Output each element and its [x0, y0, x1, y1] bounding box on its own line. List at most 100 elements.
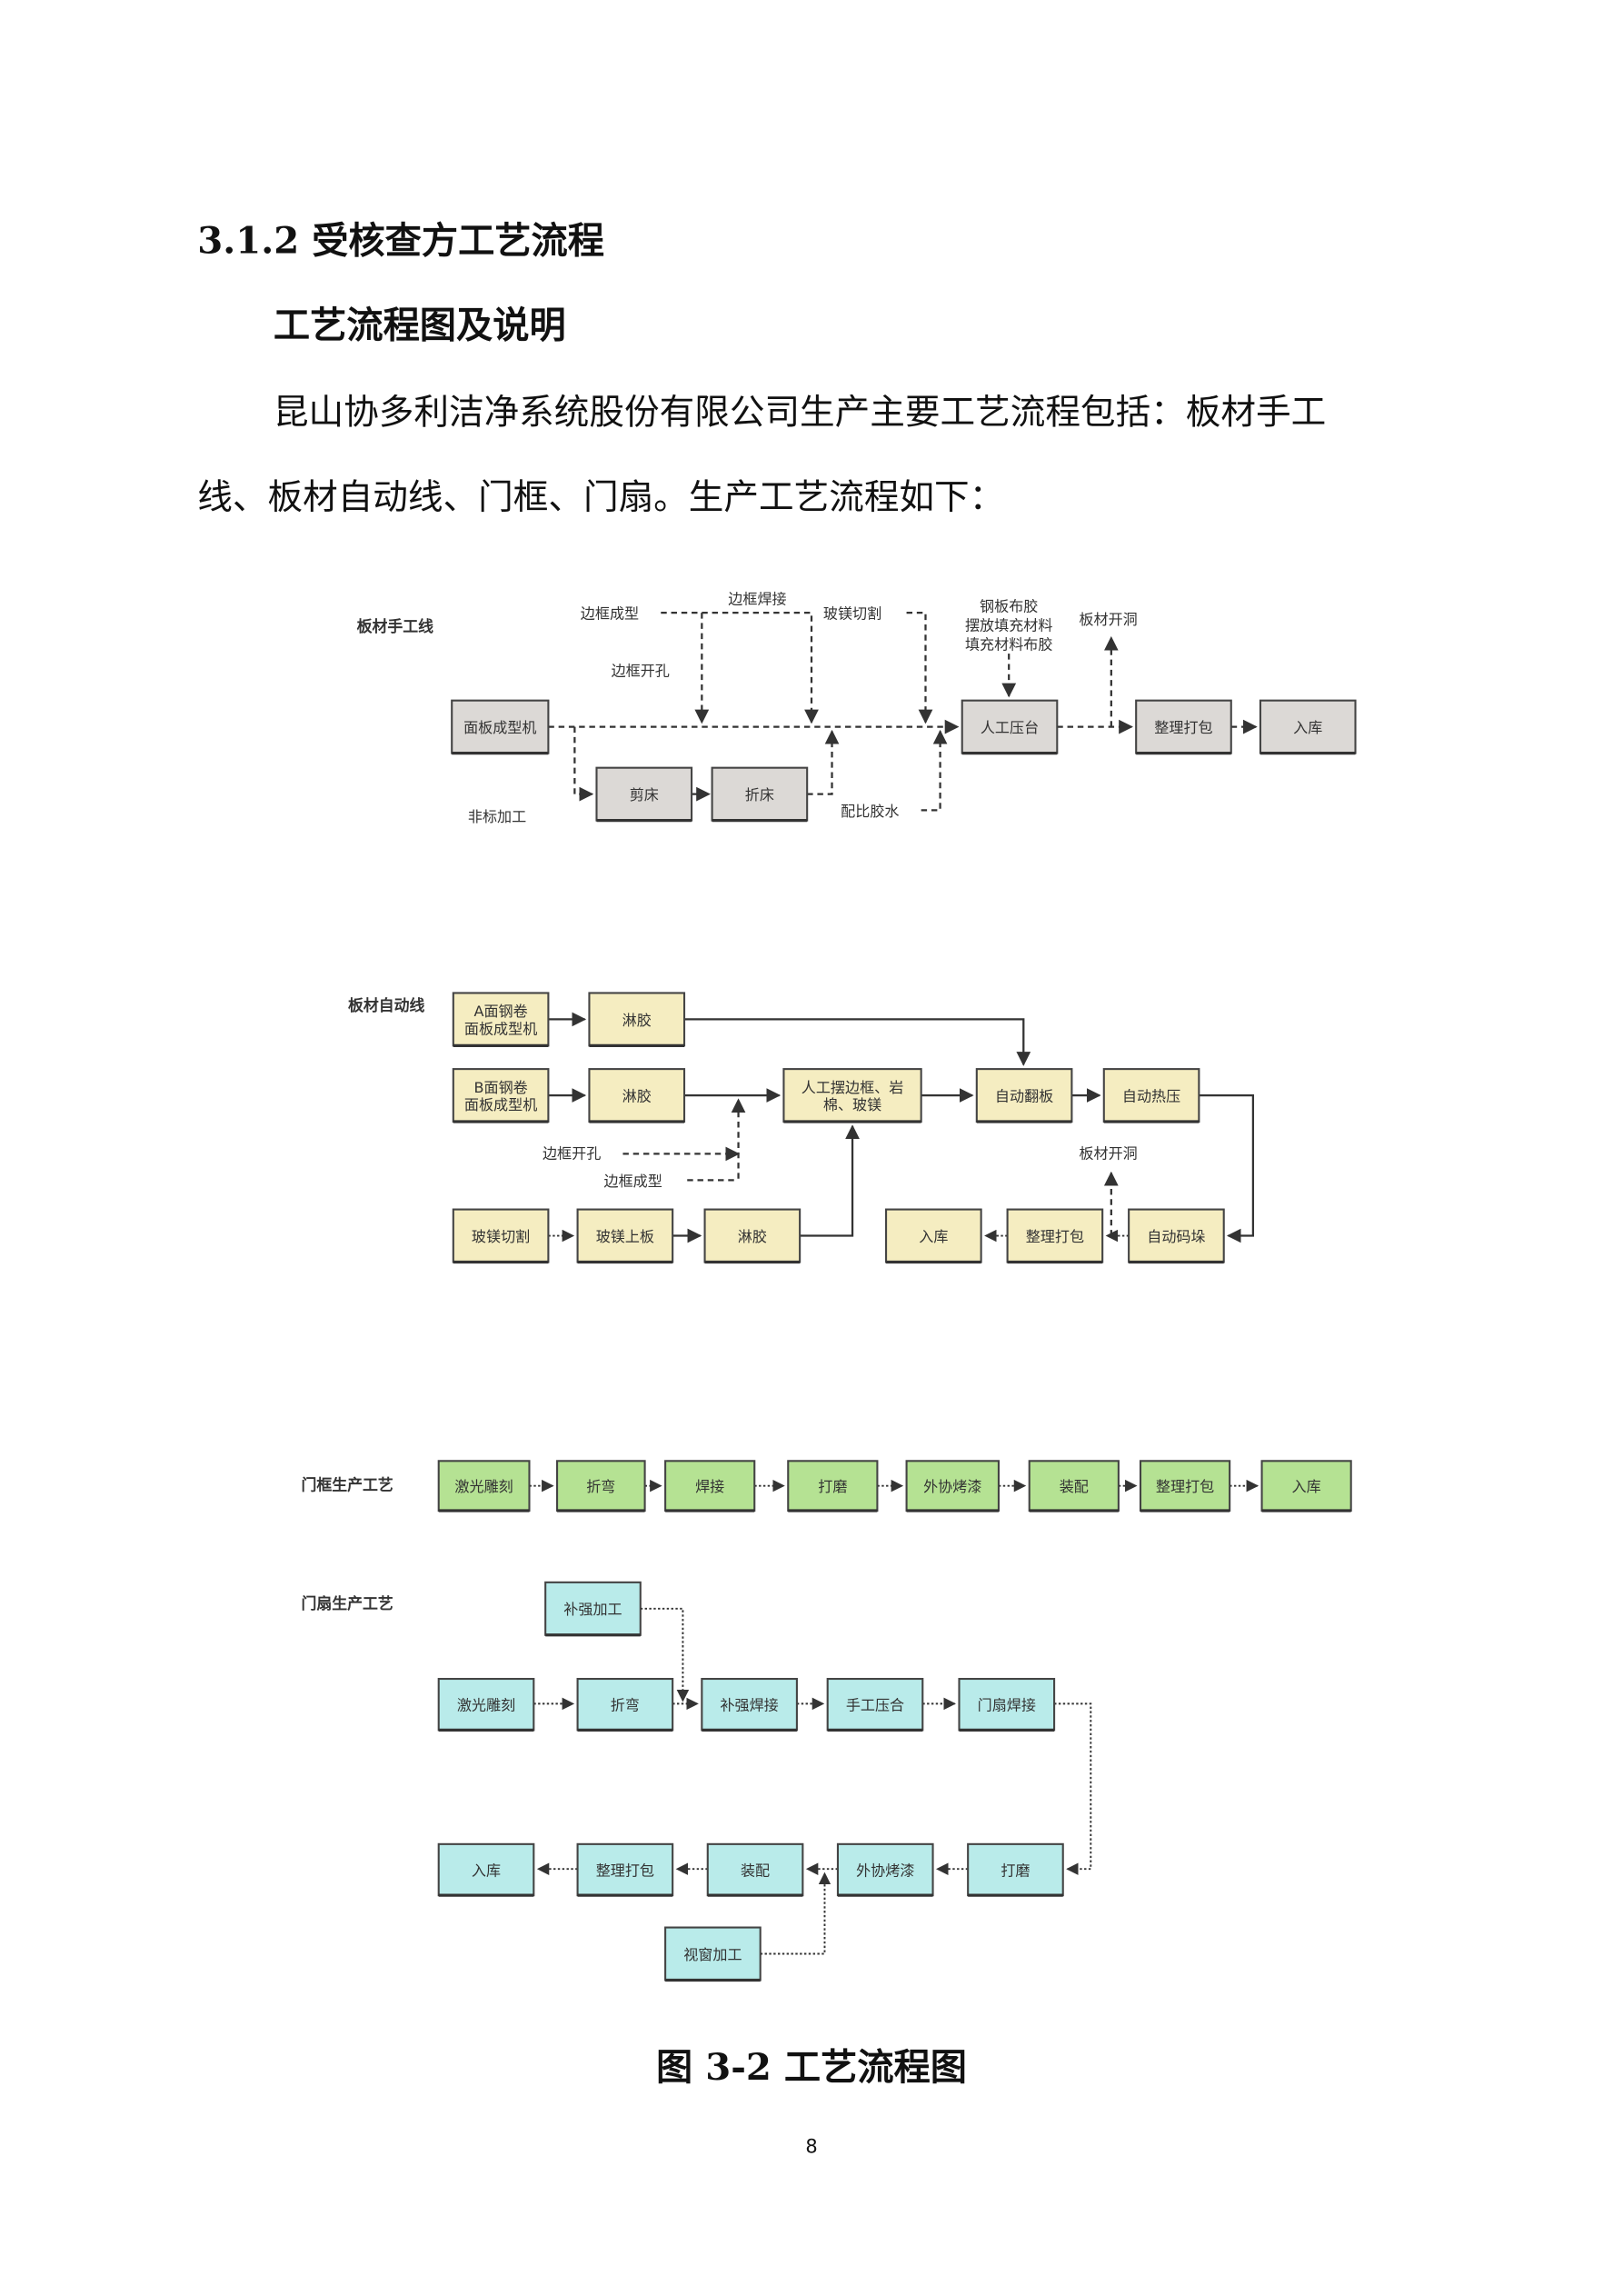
auto-line-connectors: [548, 1012, 1255, 1243]
auto-line-step-box: 入库: [885, 1208, 982, 1264]
box-shape: [1028, 1460, 1120, 1512]
auto-line-step-box: 玻镁上板: [576, 1208, 674, 1264]
box-label: 面板成型机: [463, 719, 536, 736]
subheading: 工艺流程图及说明: [274, 304, 566, 347]
auto-line-step-box: 淋胶: [588, 992, 686, 1047]
box-label: 自动热压: [1122, 1088, 1180, 1105]
door-frame-step-box: 外协烤漆: [905, 1460, 1000, 1512]
door-frame-title: 门框生产工艺: [301, 1475, 393, 1493]
auto-line-step-box: 人工摆边框、岩棉、玻镁: [782, 1068, 922, 1123]
box-shape: [1260, 1460, 1352, 1512]
box-shape: [576, 1677, 674, 1732]
manual-line-step-box: 整理打包: [1135, 699, 1232, 755]
auto-line-step-box: 自动热压: [1102, 1068, 1200, 1123]
box-label: 自动翻板: [995, 1088, 1053, 1105]
box-label: 折弯: [611, 1697, 640, 1714]
paragraph-line-1: 昆山协多利洁净系统股份有限公司生产主要工艺流程包括：板材手工: [274, 393, 1326, 434]
box-label: 视窗加工: [683, 1946, 742, 1963]
process-note: 填充材料布胶: [965, 635, 1052, 653]
box-shape: [706, 1842, 804, 1897]
door-frame-step-box: 打磨: [787, 1460, 879, 1512]
box-shape: [588, 992, 686, 1047]
box-label: 入库: [919, 1228, 948, 1245]
section-heading: 3.1.2 受核查方工艺流程: [197, 219, 604, 262]
box-label: 装配: [741, 1862, 770, 1879]
box-label: 激光雕刻: [457, 1697, 515, 1714]
manual-line-step-box: 入库: [1259, 699, 1357, 755]
door-leaf-step-box: 入库: [437, 1842, 535, 1897]
door-frame-step-box: 装配: [1028, 1460, 1120, 1512]
box-shape: [437, 1460, 531, 1512]
box-label: 补强加工: [563, 1601, 622, 1618]
page-number: 8: [805, 2135, 817, 2157]
box-label: 补强焊接: [720, 1697, 778, 1714]
manual-line-step-box: 面板成型机: [451, 699, 550, 755]
box-shape: [576, 1842, 674, 1897]
door-frame-step-box: 焊接: [664, 1460, 756, 1512]
box-label: 入库: [1293, 719, 1322, 736]
door-leaf-step-box: 打磨: [967, 1842, 1064, 1897]
flowchart-boxes: 面板成型机剪床折床人工压台整理打包入库A面钢卷面板成型机淋胶B面钢卷面板成型机淋…: [437, 699, 1357, 1982]
box-shape: [782, 1068, 922, 1123]
process-note: 摆放填充材料: [965, 616, 1052, 634]
door-leaf-step-box: 装配: [706, 1842, 804, 1897]
door-leaf-step-box: 折弯: [576, 1677, 674, 1732]
box-shape: [1006, 1208, 1104, 1263]
door-leaf-step-box: 外协烤漆: [836, 1842, 934, 1897]
box-shape: [1259, 699, 1357, 754]
process-note: 边框焊接: [728, 590, 786, 607]
auto-line-step-box: 整理打包: [1006, 1208, 1104, 1264]
process-note: 边框成型: [581, 605, 639, 623]
door-leaf-step-box: 门扇焊接: [958, 1677, 1056, 1732]
box-shape: [437, 1842, 535, 1897]
manual-line-connectors: [548, 612, 1258, 812]
box-label: 外协烤漆: [856, 1862, 914, 1879]
manual-line-title: 板材手工线: [357, 617, 434, 635]
box-label: 折床: [745, 786, 774, 804]
box-label: 玻镁上板: [596, 1228, 654, 1245]
box-label: B面钢卷: [473, 1079, 527, 1096]
box-label: 人工摆边框、岩: [802, 1079, 904, 1096]
box-shape: [961, 699, 1059, 754]
box-label: 装配: [1060, 1478, 1089, 1495]
process-note: 边框成型: [604, 1173, 662, 1190]
box-shape: [703, 1208, 802, 1263]
process-note: 非标加工: [468, 808, 526, 825]
box-shape: [452, 1068, 550, 1123]
box-label: 手工压合: [846, 1697, 904, 1714]
auto-line-step-box: 玻镁切割: [452, 1208, 550, 1264]
box-shape: [711, 766, 809, 822]
box-label: 门扇焊接: [978, 1697, 1036, 1714]
auto-line-step-box: 淋胶: [588, 1068, 686, 1123]
box-label: 整理打包: [596, 1862, 654, 1879]
door-leaf-step-box: 整理打包: [576, 1842, 674, 1897]
box-shape: [1128, 1208, 1225, 1263]
box-label: 入库: [1292, 1478, 1321, 1495]
box-shape: [967, 1842, 1064, 1897]
box-shape: [836, 1842, 934, 1897]
process-note: 钢板布胶: [980, 598, 1038, 615]
auto-line-step-box: 自动码垛: [1128, 1208, 1225, 1264]
process-note: 边框开孔: [612, 662, 670, 679]
door-leaf-step-box: 激光雕刻: [437, 1677, 535, 1732]
process-note: 配比胶水: [841, 803, 899, 820]
box-label: 面板成型机: [464, 1021, 537, 1038]
box-label: 入库: [472, 1862, 501, 1879]
process-note: 板材开洞: [1079, 1144, 1137, 1162]
door-frame-step-box: 激光雕刻: [437, 1460, 531, 1512]
manual-line-step-box: 折床: [711, 766, 809, 823]
door-leaf-title: 门扇生产工艺: [301, 1594, 393, 1612]
box-shape: [826, 1677, 924, 1732]
paragraph-line-2: 线、板材自动线、门框、门扇。生产工艺流程如下：: [197, 477, 1004, 518]
box-shape: [452, 992, 550, 1047]
box-label: 淋胶: [622, 1012, 652, 1029]
process-note: 边框开孔: [543, 1144, 601, 1162]
box-label: 整理打包: [1156, 1478, 1214, 1495]
door-frame-step-box: 入库: [1260, 1460, 1352, 1512]
box-shape: [701, 1677, 798, 1732]
door-leaf-connectors: [533, 1607, 1092, 1955]
door-leaf-step-box: 视窗加工: [664, 1926, 762, 1982]
